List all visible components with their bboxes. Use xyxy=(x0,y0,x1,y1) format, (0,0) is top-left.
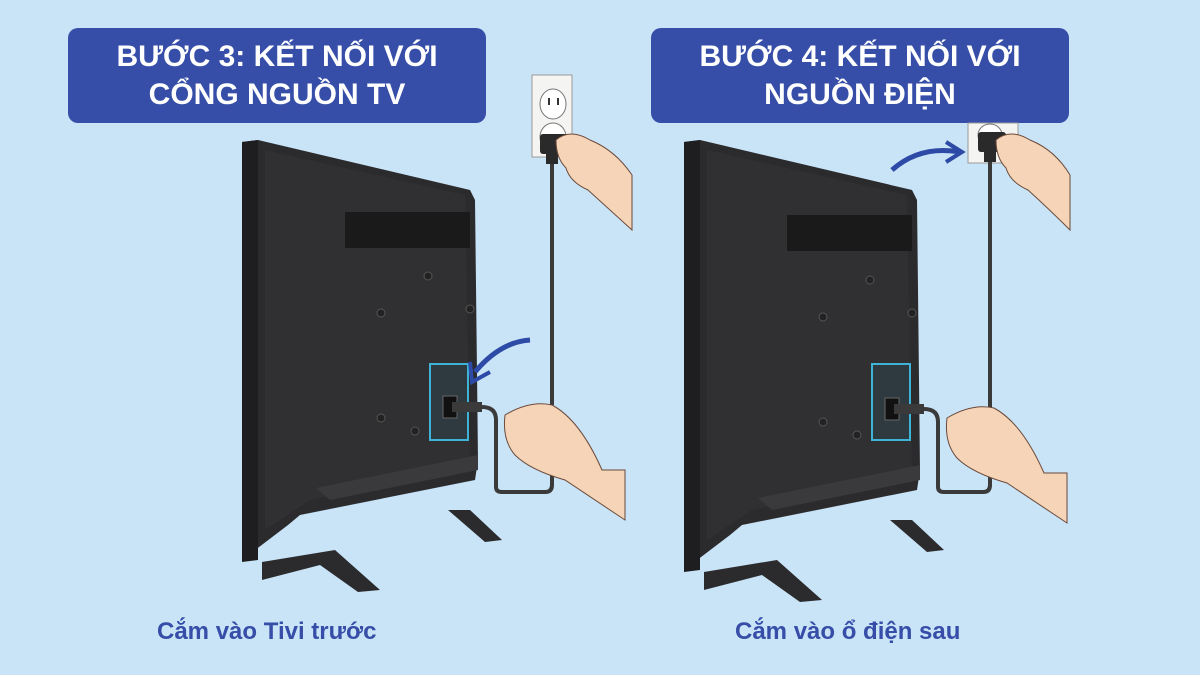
step3-caption: Cắm vào Tivi trước xyxy=(157,618,377,645)
step4-title-banner: BƯỚC 4: KẾT NỐI VỚI NGUỒN ĐIỆN xyxy=(651,28,1069,123)
step3-title-line1: BƯỚC 3: KẾT NỐI VỚI xyxy=(116,39,438,73)
step3-title-line2: CỔNG NGUỒN TV xyxy=(148,77,406,111)
step4-caption: Cắm vào ổ điện sau xyxy=(735,618,961,645)
step3-title-banner: BƯỚC 3: KẾT NỐI VỚI CỔNG NGUỒN TV xyxy=(68,28,486,123)
step4-title-line2: NGUỒN ĐIỆN xyxy=(764,77,956,111)
step4-title-line1: BƯỚC 4: KẾT NỐI VỚI xyxy=(699,39,1021,73)
